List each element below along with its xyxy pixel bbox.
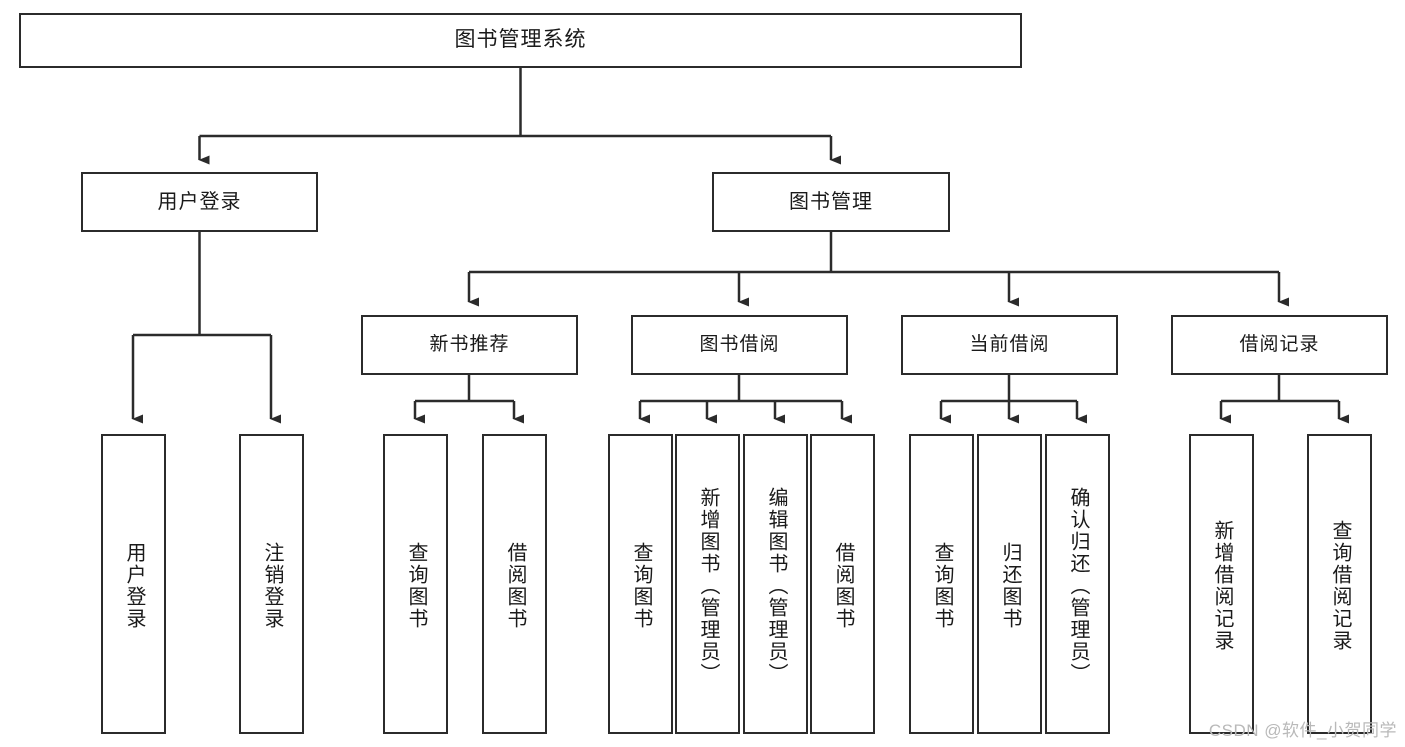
leaf-query-book-current[interactable]: 查询图书 (909, 434, 974, 734)
leaf-return-book[interactable]: 归还图书 (977, 434, 1042, 734)
node-label: 注销登录 (261, 542, 283, 630)
node-label: 用户登录 (157, 190, 242, 213)
node-borrowing-record[interactable]: 借阅记录 (1171, 315, 1388, 375)
leaf-edit-book-admin[interactable]: 编辑图书（管理员） (743, 434, 808, 734)
leaf-query-borrow-record[interactable]: 查询借阅记录 (1307, 434, 1372, 734)
node-label: 借阅记录 (1239, 334, 1320, 356)
node-label: 归还图书 (999, 542, 1021, 630)
leaf-user-login[interactable]: 用户登录 (101, 434, 166, 734)
node-label: 新增借阅记录 (1211, 520, 1233, 652)
node-book-management[interactable]: 图书管理 (712, 172, 950, 232)
leaf-logout[interactable]: 注销登录 (239, 434, 304, 734)
node-book-management-system[interactable]: 图书管理系统 (19, 13, 1022, 68)
node-book-borrowing[interactable]: 图书借阅 (631, 315, 848, 375)
leaf-borrow-book-borrowing[interactable]: 借阅图书 (810, 434, 875, 734)
node-label: 图书管理 (789, 190, 873, 213)
leaf-query-book-new-book[interactable]: 查询图书 (383, 434, 448, 734)
leaf-add-book-admin[interactable]: 新增图书（管理员） (675, 434, 740, 734)
leaf-add-borrow-record[interactable]: 新增借阅记录 (1189, 434, 1254, 734)
node-label: 借阅图书 (832, 542, 854, 630)
node-current-borrowing[interactable]: 当前借阅 (901, 315, 1118, 375)
node-label: 确认归还（管理员） (1067, 487, 1089, 685)
node-label: 查询借阅记录 (1329, 520, 1351, 652)
node-label: 新书推荐 (429, 334, 510, 356)
leaf-confirm-return-admin[interactable]: 确认归还（管理员） (1045, 434, 1110, 734)
node-label: 图书借阅 (699, 334, 780, 356)
node-label: 图书管理系统 (454, 28, 587, 52)
node-user-login[interactable]: 用户登录 (81, 172, 318, 232)
node-label: 用户登录 (123, 542, 145, 630)
node-new-book-recommendation[interactable]: 新书推荐 (361, 315, 578, 375)
node-label: 查询图书 (630, 542, 652, 630)
node-label: 编辑图书（管理员） (765, 487, 787, 685)
leaf-query-book-borrowing[interactable]: 查询图书 (608, 434, 673, 734)
leaf-borrow-book-new-book[interactable]: 借阅图书 (482, 434, 547, 734)
node-label: 当前借阅 (969, 334, 1050, 356)
node-label: 借阅图书 (504, 542, 526, 630)
csdn-watermark: CSDN @软件_小贺同学 (1208, 721, 1397, 740)
node-label: 新增图书（管理员） (697, 487, 719, 685)
node-label: 查询图书 (405, 542, 427, 630)
node-label: 查询图书 (931, 542, 953, 630)
